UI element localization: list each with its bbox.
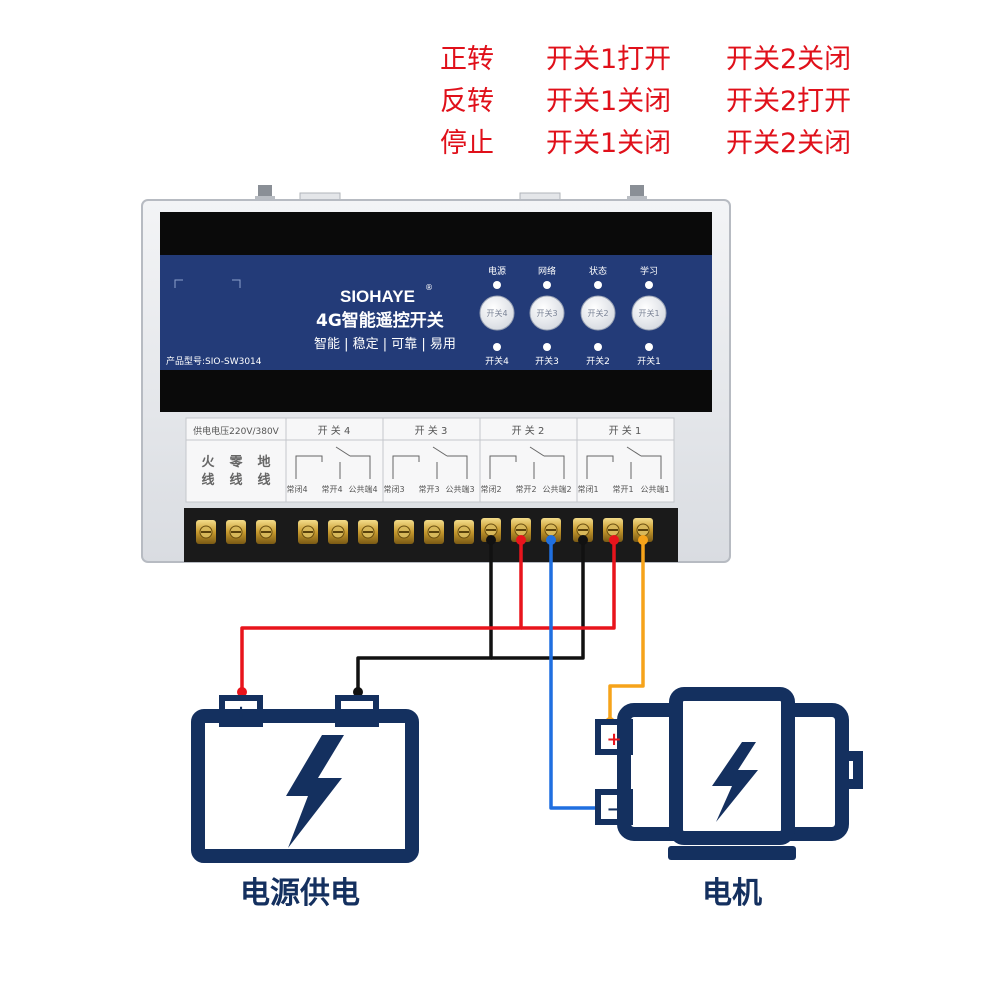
relay-schematic-4 (295, 446, 371, 479)
motor-plus-label: + (606, 729, 621, 750)
model-number: 产品型号:SIO-SW3014 (166, 355, 262, 367)
power-label-live: 火 (201, 455, 215, 470)
legend-row-stop: 停止 开关1关闭 开关2关闭 (440, 124, 900, 164)
switch-buttons: 开关4 开关3 开关2 开关1 (479, 295, 667, 331)
indicator-leds (493, 281, 653, 289)
battery-plus-label: + (233, 702, 248, 723)
terminal-label-area: 供电电压220V/380V 开 关 4 开 关 3 开 关 2 开 关 1 火 … (185, 417, 675, 503)
power-label-ground: 地 (257, 454, 270, 470)
relay-schematic-1 (586, 446, 662, 479)
switch1-state: 开关1打开 (546, 44, 672, 75)
switch1-state: 开关1关闭 (546, 86, 672, 117)
wire-orange-common1 (608, 540, 645, 722)
switch1-button[interactable]: 开关1 (631, 295, 667, 331)
power-label-live: 线 (201, 472, 214, 488)
control-panel (160, 255, 712, 370)
header-switch1: 开 关 1 (609, 424, 642, 437)
motor-label: 电机 (702, 876, 762, 911)
device-title: 4G智能遥控开关 (316, 310, 444, 331)
switch4-button[interactable]: 开关4 (479, 295, 515, 331)
led-label: 开关4 (485, 355, 509, 367)
relay-label: 公共端3 (445, 484, 474, 494)
power-label-neutral: 线 (229, 472, 242, 488)
button-label: 开关2 (587, 308, 608, 318)
indicator-label-power: 电源 (488, 265, 506, 277)
led-label: 开关2 (586, 355, 610, 367)
terminal-block (184, 508, 678, 562)
header-switch4: 开 关 4 (318, 424, 351, 437)
relay-label: 常闭4 (286, 485, 307, 494)
indicator-labels: 电源 网络 状态 学习 (488, 265, 658, 277)
switch2-state: 开关2关闭 (726, 128, 852, 159)
brand-logo: SIOHAYE (340, 287, 415, 306)
led-switch1 (645, 343, 653, 351)
button-label: 开关4 (486, 308, 507, 318)
led-status (594, 281, 602, 289)
switch3-button[interactable]: 开关3 (529, 295, 565, 331)
action-label: 正转 (440, 44, 494, 75)
relay-label: 公共端2 (542, 484, 571, 494)
registered-mark: ® (425, 283, 433, 292)
header-switch2: 开 关 2 (512, 424, 545, 437)
device-slogan: 智能 | 稳定 | 可靠 | 易用 (314, 336, 456, 352)
led-switch3 (543, 343, 551, 351)
switch2-state: 开关2打开 (726, 86, 852, 117)
battery-label: 电源供电 (240, 876, 360, 911)
button-label: 开关1 (638, 308, 659, 318)
legend-row-reverse: 反转 开关1关闭 开关2打开 (440, 82, 900, 122)
indicator-label-status: 状态 (589, 265, 607, 277)
wire-black-closed1 (491, 540, 585, 660)
switch2-button[interactable]: 开关2 (580, 295, 616, 331)
led-learn (645, 281, 653, 289)
led-label: 开关1 (637, 355, 661, 367)
action-label: 反转 (440, 86, 494, 117)
led-label: 开关3 (535, 355, 559, 367)
relay-schematic-2 (489, 446, 565, 479)
relay-label: 常闭2 (480, 485, 501, 494)
switch2-state: 开关2关闭 (726, 44, 852, 75)
led-power (493, 281, 501, 289)
switch1-state: 开关1关闭 (546, 128, 672, 159)
header-power: 供电电压220V/380V (193, 425, 280, 437)
relay-label: 常开2 (515, 485, 536, 494)
indicator-label-learn: 学习 (640, 265, 658, 277)
wire-junction-dots (237, 535, 648, 813)
header-switch3: 开 关 3 (415, 424, 448, 437)
wire-blue-common2 (549, 540, 606, 810)
power-label-neutral: 零 (228, 455, 243, 470)
terminal-screws (196, 518, 653, 544)
battery-minus-label: − (349, 702, 364, 723)
motor-icon: + − (595, 687, 863, 860)
relay-label: 常开1 (612, 485, 633, 494)
motor-minus-label: − (606, 799, 621, 820)
wire-red-open2 (240, 540, 523, 690)
battery-icon: + − (191, 695, 419, 863)
relay-label: 常闭1 (577, 485, 598, 494)
relay-schematic-3 (392, 446, 468, 479)
legend-row-forward: 正转 开关1打开 开关2关闭 (440, 40, 900, 80)
wiring (240, 540, 645, 810)
power-label-ground: 线 (257, 472, 270, 488)
button-label: 开关3 (536, 308, 557, 318)
relay-label: 常开4 (321, 485, 342, 494)
relay-label: 常闭3 (383, 485, 404, 494)
led-switch4 (493, 343, 501, 351)
switch-leds: 开关4 开关3 开关2 开关1 (485, 343, 661, 367)
led-network (543, 281, 551, 289)
relay-label: 公共端4 (348, 484, 377, 494)
indicator-label-network: 网络 (538, 265, 556, 277)
wire-black-common2 (356, 540, 493, 690)
action-label: 停止 (440, 128, 494, 159)
relay-label: 常开3 (418, 485, 439, 494)
relay-label: 公共端1 (640, 484, 669, 494)
led-switch2 (594, 343, 602, 351)
